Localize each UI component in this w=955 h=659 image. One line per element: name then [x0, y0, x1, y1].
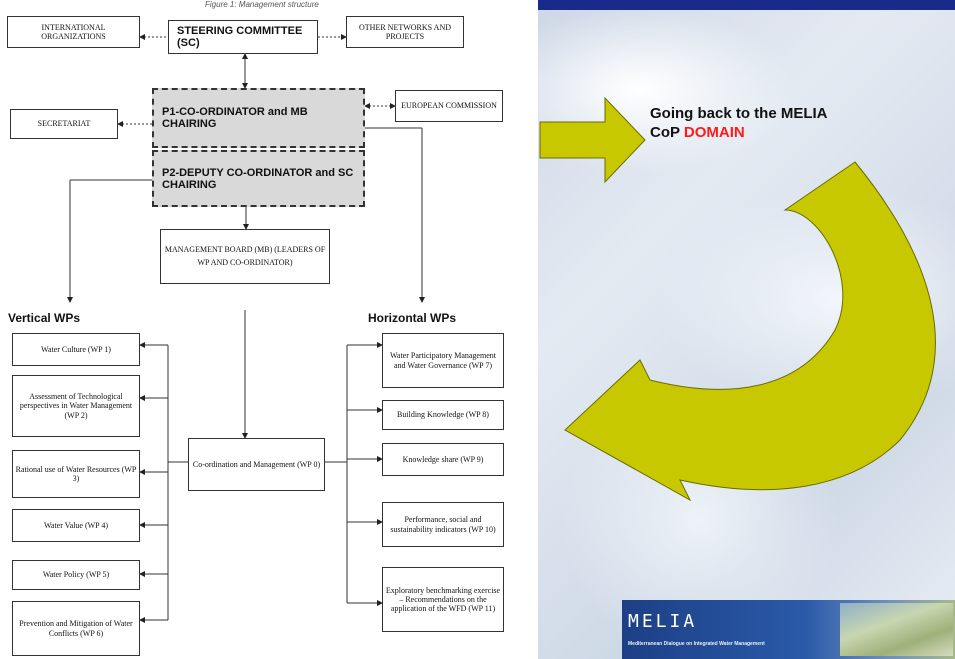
management-board-box: MANAGEMENT BOARD (MB) (LEADERS OF WP AND…	[160, 229, 330, 284]
curved-return-arrow	[564, 161, 936, 502]
logo-name: MELIA	[628, 611, 698, 632]
title-line1: Going back to the MELIA	[650, 105, 828, 122]
european-commission-box: EUROPEAN COMMISSION	[395, 90, 503, 122]
wp3-box: Rational use of Water Resources (WP 3)	[12, 450, 140, 498]
logo-photo	[840, 603, 953, 656]
steering-committee-box: STEERING COMMITTEE (SC)	[168, 20, 318, 54]
vertical-wps-header: Vertical WPs	[8, 311, 81, 325]
wp1-box: Water Culture (WP 1)	[12, 333, 140, 366]
logo-subtitle: Mediterranean Dialogue on Integrated Wat…	[628, 641, 765, 647]
figure-caption: Figure 1: Management structure	[205, 0, 319, 9]
coordination-management-box: Co-ordination and Management (WP 0)	[188, 438, 325, 491]
management-structure-figure: Figure 1: Management structure	[7, 0, 504, 656]
international-organizations-box: INTERNATIONAL ORGANIZATIONS	[7, 16, 140, 48]
p1-coordinator-box: P1-CO-ORDINATOR and MB CHAIRING	[152, 88, 365, 148]
p2-deputy-coordinator-box: P2-DEPUTY CO-ORDINATOR and SC CHAIRING	[152, 150, 365, 207]
horizontal-wps-header: Horizontal WPs	[368, 311, 457, 325]
right-arrow	[539, 96, 646, 184]
wp11-box: Exploratory benchmarking exercise – Reco…	[382, 567, 504, 632]
wp6-box: Prevention and Mitigation of Water Confl…	[12, 601, 140, 656]
wp2-box: Assessment of Technological perspectives…	[12, 375, 140, 437]
connector-lines	[67, 34, 425, 623]
secretariat-box: SECRETARIAT	[10, 109, 118, 139]
title-line2: CoP	[650, 123, 684, 141]
wp5-box: Water Policy (WP 5)	[12, 560, 140, 590]
wp4-box: Water Value (WP 4)	[12, 509, 140, 542]
other-networks-box: OTHER NETWORKS AND PROJECTS	[346, 16, 464, 48]
wp9-box: Knowledge share (WP 9)	[382, 443, 504, 476]
wp10-box: Performance, social and sustainability i…	[382, 502, 504, 547]
wp7-box: Water Participatory Management and Water…	[382, 333, 504, 388]
slide-title: Going back to the MELIA CoP DOMAIN	[650, 105, 950, 143]
title-highlight: DOMAIN	[683, 123, 745, 141]
wp8-box: Building Knowledge (WP 8)	[382, 400, 504, 430]
